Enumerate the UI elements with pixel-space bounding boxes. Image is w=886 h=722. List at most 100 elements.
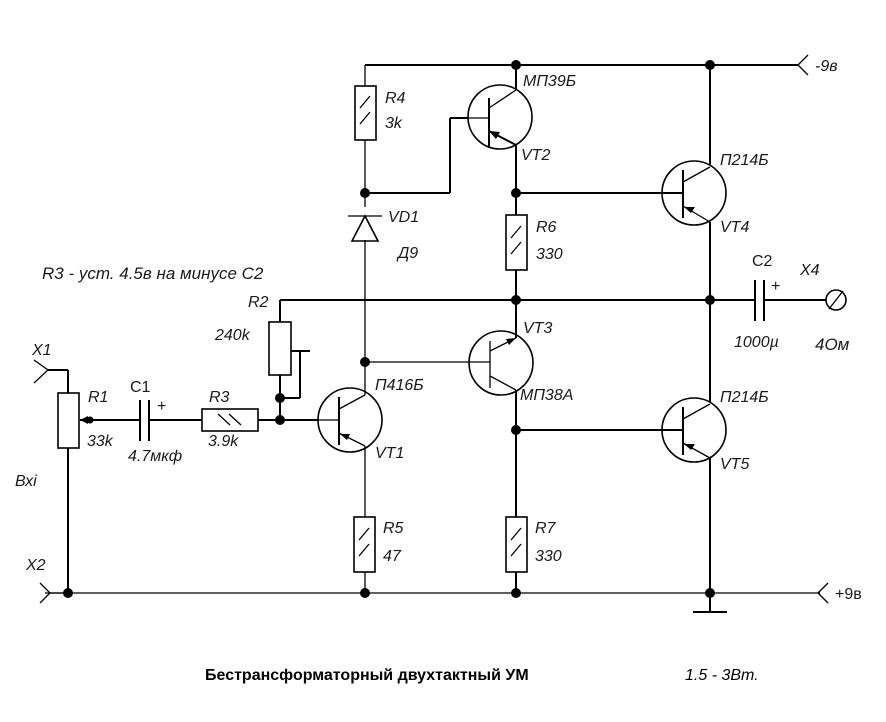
resistor-r6: R6 330 xyxy=(505,214,563,271)
emitter-arrow-icon xyxy=(489,131,500,139)
resistor-marking xyxy=(510,543,522,557)
capacitor-c2: C2 + 1000µ xyxy=(734,253,780,351)
x2-label: X2 xyxy=(25,557,46,574)
c2-polarity: + xyxy=(771,278,780,295)
c1-polarity: + xyxy=(157,398,166,415)
c2-ref: C2 xyxy=(752,253,773,270)
input-label: Вхі xyxy=(15,473,37,490)
capacitor-c1: C1 + 4.7мкф xyxy=(128,379,182,465)
r5-value: 47 xyxy=(383,548,402,565)
negative-rail-label: -9в xyxy=(815,58,838,75)
collector-lead xyxy=(489,375,517,391)
connector-arrow-icon xyxy=(817,582,829,604)
positive-rail-label: +9в xyxy=(835,586,862,603)
emitter-arrow-icon xyxy=(506,338,516,345)
transistor-vt2: МП39Б VT2 xyxy=(467,73,576,164)
x4-label: X4 xyxy=(799,262,820,279)
junction-dot xyxy=(511,60,521,70)
junction-dot xyxy=(86,416,94,424)
resistor-marking xyxy=(359,111,371,125)
potentiometer-r2: R2 240k xyxy=(214,294,292,376)
rail-positive-terminal: +9в xyxy=(817,582,862,604)
junction-dot xyxy=(275,415,285,425)
c1-ref: C1 xyxy=(130,379,151,396)
resistor-r7: R7 330 xyxy=(505,516,562,573)
collector-lead xyxy=(338,394,366,410)
junction-dot xyxy=(705,60,715,70)
vd1-value: Д9 xyxy=(396,245,418,262)
r3-ref: R3 xyxy=(209,389,230,406)
resistor-marking xyxy=(359,95,371,109)
connector-x4: X4 4Ом xyxy=(799,262,850,354)
emitter-arrow-icon xyxy=(684,207,695,213)
diode-vd1: VD1 Д9 xyxy=(348,209,419,262)
r3-value: 3.9k xyxy=(208,433,239,450)
transistor-vt1: П416Б VT1 xyxy=(317,377,424,462)
r4-value: 3k xyxy=(385,115,403,132)
c2-value: 1000µ xyxy=(734,334,779,351)
rail-negative-terminal: -9в xyxy=(797,54,838,76)
load-label: 4Ом xyxy=(815,335,850,354)
resistor-marking xyxy=(358,527,370,541)
vt5-ref: VT5 xyxy=(720,456,749,473)
vt3-ref: VT3 xyxy=(523,320,552,337)
collector-lead xyxy=(488,89,517,109)
junctions xyxy=(63,60,715,598)
junction-dot xyxy=(360,188,370,198)
emitter-arrow-icon xyxy=(684,444,695,450)
adjustment-note: R3 - уст. 4.5в на минусе С2 xyxy=(42,264,264,283)
emitter-arrow-icon xyxy=(340,434,350,440)
resistor-marking xyxy=(510,225,522,239)
terminal-icon xyxy=(825,289,847,311)
junction-dot xyxy=(511,425,521,435)
resistor-r4: R4 3k xyxy=(354,85,406,141)
vt1-ref: VT1 xyxy=(375,445,404,462)
junction-dot xyxy=(360,588,370,598)
vt2-model: МП39Б xyxy=(523,73,576,90)
junction-dot xyxy=(360,357,370,367)
junction-dot xyxy=(705,588,715,598)
potentiometer-r1: R1 33k xyxy=(57,389,114,450)
r6-ref: R6 xyxy=(536,219,557,236)
terminal-slash xyxy=(828,290,844,310)
connector-x2: X2 xyxy=(25,557,68,604)
vt4-model: П214Б xyxy=(720,152,769,169)
r1-ref: R1 xyxy=(88,389,108,406)
resistor-marking xyxy=(217,413,231,426)
r1-value: 33k xyxy=(87,433,114,450)
connector-x1: X1 xyxy=(31,342,52,384)
resistor-r5: R5 47 xyxy=(353,516,404,573)
r6-value: 330 xyxy=(536,246,563,263)
caption-title: Бестрансформаторный двухтактный УМ xyxy=(205,667,529,684)
diode-triangle xyxy=(350,214,380,242)
resistor-r3: R3 3.9k xyxy=(201,389,259,450)
caption-power: 1.5 - 3Вт. xyxy=(685,667,759,684)
collector-lead xyxy=(682,166,711,183)
transistor-vt4: П214Б VT4 xyxy=(660,152,769,236)
vt2-ref: VT2 xyxy=(521,147,550,164)
vt5-model: П214Б xyxy=(720,389,769,406)
x1-label: X1 xyxy=(31,342,52,359)
r2-ref: R2 xyxy=(248,294,269,311)
wires xyxy=(45,64,826,613)
r4-ref: R4 xyxy=(385,90,406,107)
resistor-marking xyxy=(510,241,522,255)
collector-lead xyxy=(682,403,711,420)
vt1-model: П416Б xyxy=(375,377,424,394)
resistor-marking xyxy=(510,527,522,541)
connector-arrow-icon xyxy=(797,54,809,76)
connector-arrow-icon xyxy=(33,359,50,384)
transistor-vt3: VT3 МП38А xyxy=(468,320,573,404)
r2-value: 240k xyxy=(214,327,251,344)
r7-ref: R7 xyxy=(535,520,557,537)
wiper-arrow-icon xyxy=(80,416,88,424)
resistor-marking xyxy=(358,543,370,557)
vt3-model: МП38А xyxy=(520,387,573,404)
junction-dot xyxy=(511,188,521,198)
r5-ref: R5 xyxy=(383,520,404,537)
transistor-vt5: П214Б VT5 xyxy=(660,389,769,473)
c1-value: 4.7мкф xyxy=(128,448,182,465)
junction-dot xyxy=(511,588,521,598)
vt4-ref: VT4 xyxy=(720,219,749,236)
